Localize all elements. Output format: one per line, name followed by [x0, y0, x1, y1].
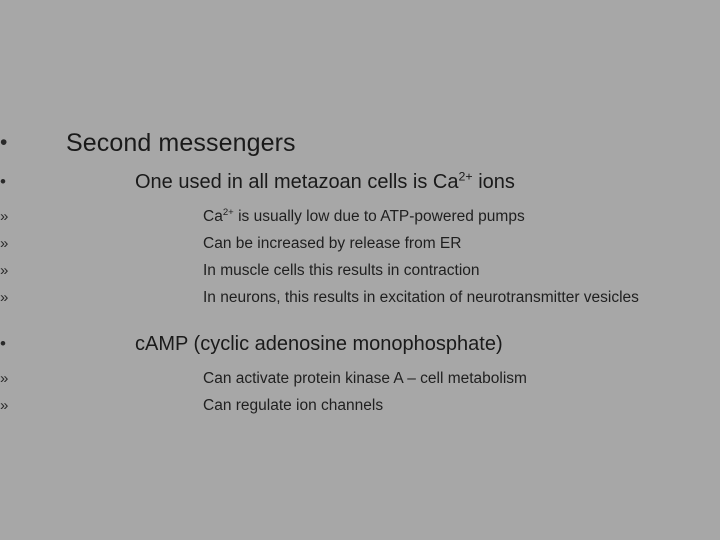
bullet-level2-label: One used in all metazoan cells is Ca2+ i…	[115, 167, 720, 197]
section-spacer	[0, 312, 720, 329]
bullet-level3-muscle-contraction[interactable]: » In muscle cells this results in contra…	[0, 258, 720, 283]
bullet-level3-label: Can regulate ion channels	[203, 397, 384, 414]
double-chevron-icon: »	[0, 262, 9, 279]
bullet-level2-camp-heading[interactable]: • cAMP (cyclic adenosine monophosphate)	[0, 329, 720, 359]
bullet-level3-ion-channels[interactable]: » Can regulate ion channels	[0, 393, 720, 418]
item-text-pre: Ca	[203, 208, 223, 225]
item-text-superscript: 2+	[222, 206, 234, 218]
calcium-heading-superscript: 2+	[458, 169, 473, 184]
double-chevron-icon: »	[0, 289, 9, 306]
double-chevron-icon: »	[0, 397, 9, 414]
calcium-sub-items: » Ca2+ is usually low due to ATP-powered…	[0, 201, 720, 310]
bullet-level3-label: In neurons, this results in excitation o…	[203, 289, 639, 306]
bullet-level3-label: Ca2+ is usually low due to ATP-powered p…	[180, 204, 693, 229]
bullet-level3-protein-kinase-a[interactable]: » Can activate protein kinase A – cell m…	[0, 366, 720, 391]
bullet-dot-icon: •	[0, 131, 8, 154]
camp-sub-items: » Can activate protein kinase A – cell m…	[0, 363, 720, 418]
bullet-level1-second-messengers[interactable]: • Second messengers	[0, 126, 720, 160]
double-chevron-icon: »	[0, 235, 9, 252]
bullet-level3-calcium-low[interactable]: » Ca2+ is usually low due to ATP-powered…	[0, 204, 720, 229]
bullet-level3-label: Can activate protein kinase A – cell met…	[203, 370, 527, 387]
calcium-heading-post: ions	[472, 171, 515, 193]
item-text-post: is usually low due to ATP-powered pumps	[233, 208, 525, 225]
calcium-heading-pre: One used in all metazoan cells is Ca	[135, 171, 459, 193]
bullet-level2-label: cAMP (cyclic adenosine monophosphate)	[135, 333, 503, 355]
double-chevron-icon: »	[0, 370, 9, 387]
outline-list: • Second messengers • One used in all me…	[0, 126, 720, 418]
bullet-level3-label: In muscle cells this results in contract…	[203, 262, 480, 279]
bullet-level3-label: Can be increased by release from ER	[203, 235, 462, 252]
bullet-level1-label: Second messengers	[66, 129, 296, 157]
bullet-dot-icon: •	[0, 172, 6, 191]
bullet-level3-neuron-excitation[interactable]: » In neurons, this results in excitation…	[0, 285, 720, 310]
bullet-level2-calcium-heading[interactable]: • One used in all metazoan cells is Ca2+…	[0, 167, 720, 197]
bullet-level3-calcium-release-er[interactable]: » Can be increased by release from ER	[0, 231, 720, 256]
double-chevron-icon: »	[0, 208, 9, 225]
slide-content-placeholder: • Second messengers • One used in all me…	[0, 126, 720, 420]
bullet-dot-icon: •	[0, 334, 6, 353]
